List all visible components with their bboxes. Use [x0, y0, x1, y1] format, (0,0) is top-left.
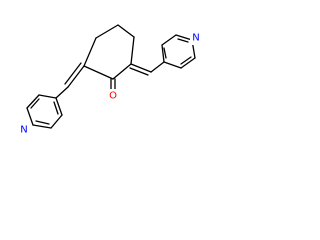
pyridine-inner-bond	[163, 47, 167, 59]
pyridine-bond	[161, 34, 177, 46]
pyridine-bond	[26, 107, 34, 126]
left-pyridine-ring	[26, 94, 63, 129]
pyridine-inner-bond	[180, 56, 192, 65]
methylidene-to-ring-bond	[55, 86, 69, 99]
exocyclic-double-bond	[129, 67, 149, 76]
exocyclic-double-bond	[130, 63, 152, 73]
pyridine-inner-bond	[30, 98, 40, 109]
ring-bond	[95, 24, 119, 39]
pyridine-bond	[175, 34, 193, 41]
right-methylidene-bridge	[129, 61, 165, 76]
exocyclic-double-bond	[67, 65, 85, 88]
pyridine-inner-bond	[35, 120, 50, 125]
exocyclic-double-bond	[64, 62, 82, 85]
cyclohexanone-ring	[83, 24, 135, 80]
pyridine-bond	[26, 94, 40, 109]
nitrogen-atom-label: N	[20, 125, 27, 136]
nitrogen-atom-label: N	[192, 33, 199, 44]
ring-bond	[83, 65, 114, 80]
ring-bond	[130, 36, 135, 65]
left-methylidene-bridge	[55, 62, 85, 99]
pyridine-inner-bond	[177, 38, 189, 43]
ring-bond	[83, 37, 97, 67]
oxygen-atom-label: O	[109, 91, 117, 102]
chemical-structure-diagram: O N N	[18, 24, 202, 137]
pyridine-inner-bond	[53, 101, 59, 115]
pyridine-bond	[180, 57, 196, 69]
pyridine-bond	[55, 97, 63, 116]
ring-bond	[112, 63, 132, 80]
pyridine-bond	[50, 114, 63, 129]
pyridine-bond	[163, 61, 182, 69]
pyridine-bond	[32, 124, 52, 129]
methylidene-to-ring-bond	[150, 61, 165, 73]
pyridine-bond	[161, 44, 165, 63]
right-pyridine-ring	[161, 34, 196, 69]
pyridine-bond	[38, 94, 57, 99]
ring-bond	[117, 24, 135, 38]
atom-label-nitrogen-left: N	[18, 124, 30, 137]
atom-label-oxygen: O	[107, 89, 119, 102]
atom-label-nitrogen-right: N	[190, 32, 202, 45]
